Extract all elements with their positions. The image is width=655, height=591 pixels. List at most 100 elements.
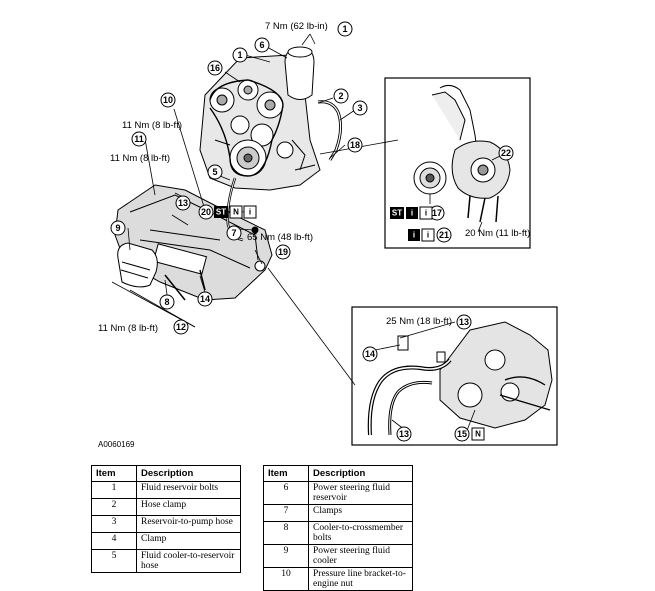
pump-inset xyxy=(384,77,531,249)
callout-13-b: 13 xyxy=(396,426,412,442)
svg-text:i: i xyxy=(411,209,413,218)
svg-text:9: 9 xyxy=(115,223,120,233)
item-number: 5 xyxy=(91,549,137,573)
callout-4: 5 xyxy=(207,164,223,180)
svg-text:i: i xyxy=(413,231,415,240)
svg-text:15: 15 xyxy=(457,429,467,439)
item-number: 2 xyxy=(91,498,137,516)
badge-group-21: i i xyxy=(408,228,435,242)
cooler-drawing xyxy=(114,177,273,301)
item-number: 8 xyxy=(263,521,309,545)
svg-text:2: 2 xyxy=(338,91,343,101)
item-description: Clamp xyxy=(136,532,241,550)
svg-text:1: 1 xyxy=(342,24,347,34)
callout-20: 20 xyxy=(198,204,214,220)
svg-text:6: 6 xyxy=(259,40,264,50)
svg-text:22: 22 xyxy=(501,148,511,158)
callout-11: 11 xyxy=(131,131,147,147)
svg-text:N: N xyxy=(475,430,481,439)
item-number: 6 xyxy=(263,481,309,505)
callout-14-b: 14 xyxy=(362,346,378,362)
item-description: Clamps xyxy=(308,504,413,522)
item-description: Reservoir-to-pump hose xyxy=(136,515,241,533)
svg-text:7: 7 xyxy=(231,228,236,238)
callout-2: 2 xyxy=(333,88,349,104)
svg-text:14: 14 xyxy=(200,294,210,304)
column-header-item: Item xyxy=(263,465,309,482)
svg-text:16: 16 xyxy=(210,63,220,73)
callout-12: 13 xyxy=(456,314,472,330)
svg-text:i: i xyxy=(427,231,429,240)
callout-14: 14 xyxy=(197,291,213,307)
item-description: Hose clamp xyxy=(136,498,241,516)
callout-10: 10 xyxy=(160,92,176,108)
item-description: Fluid cooler-to-reservoir hose xyxy=(136,549,241,573)
item-description: Power steering fluid cooler xyxy=(308,544,413,568)
torque-label-8: 11 Nm (8 lb-ft) xyxy=(98,323,158,334)
torque-label-12: 25 Nm (18 lb-ft) xyxy=(386,316,452,327)
figure-id: A0060169 xyxy=(98,440,135,449)
svg-text:13: 13 xyxy=(459,317,469,327)
callout-1: 1 xyxy=(337,21,353,37)
column-header-description: Description xyxy=(136,465,241,482)
badge-group-15: N xyxy=(471,427,485,441)
callout-21: 21 xyxy=(436,227,452,243)
callout-1-b: 1 xyxy=(232,47,248,63)
badge-group-20: ST N i xyxy=(214,205,257,219)
svg-text:17: 17 xyxy=(432,208,442,218)
svg-text:8: 8 xyxy=(164,297,169,307)
item-number: 7 xyxy=(263,504,309,522)
svg-text:1: 1 xyxy=(237,50,242,60)
svg-text:19: 19 xyxy=(278,247,288,257)
item-number: 4 xyxy=(91,532,137,550)
svg-text:5: 5 xyxy=(212,167,217,177)
item-number: 10 xyxy=(263,567,309,591)
torque-label-1: 7 Nm (62 lb-in) xyxy=(265,21,328,32)
item-description: Pressure line bracket-to-engine nut xyxy=(308,567,413,591)
svg-text:20: 20 xyxy=(201,207,211,217)
callout-9: 9 xyxy=(110,220,126,236)
callout-19: 19 xyxy=(275,244,291,260)
svg-text:N: N xyxy=(233,208,239,217)
engine-drawing xyxy=(199,46,343,191)
item-number: 9 xyxy=(263,544,309,568)
callout-16: 16 xyxy=(207,60,223,76)
item-description: Power steering fluid reservoir xyxy=(308,481,413,505)
svg-text:i: i xyxy=(249,208,251,217)
svg-text:21: 21 xyxy=(439,230,449,240)
svg-text:13: 13 xyxy=(399,429,409,439)
callout-3: 3 xyxy=(352,100,368,116)
svg-text:ST: ST xyxy=(216,208,226,217)
column-header-description: Description xyxy=(308,465,413,482)
item-description: Cooler-to-crossmember bolts xyxy=(308,521,413,545)
torque-label-10: 11 Nm (8 lb-ft) xyxy=(122,120,182,131)
callout-8: 12 xyxy=(173,319,189,335)
callout-22: 22 xyxy=(498,145,514,161)
callout-13: 13 xyxy=(175,195,191,211)
svg-text:ST: ST xyxy=(392,209,402,218)
callout-15: 15 xyxy=(454,426,470,442)
callout-17: 17 xyxy=(429,205,445,221)
item-number: 3 xyxy=(91,515,137,533)
torque-label-19: 65 Nm (48 lb-ft) xyxy=(247,232,313,243)
torque-label-21: 20 Nm (11 lb-ft) xyxy=(465,228,530,239)
callout-5: 7 xyxy=(226,225,242,241)
callout-6: 6 xyxy=(254,37,270,53)
svg-text:14: 14 xyxy=(365,349,375,359)
item-number: 1 xyxy=(91,481,137,499)
callout-7: 8 xyxy=(159,294,175,310)
column-header-item: Item xyxy=(91,465,137,482)
callout-18: 18 xyxy=(347,137,363,153)
svg-text:10: 10 xyxy=(163,95,173,105)
svg-text:i: i xyxy=(425,209,427,218)
